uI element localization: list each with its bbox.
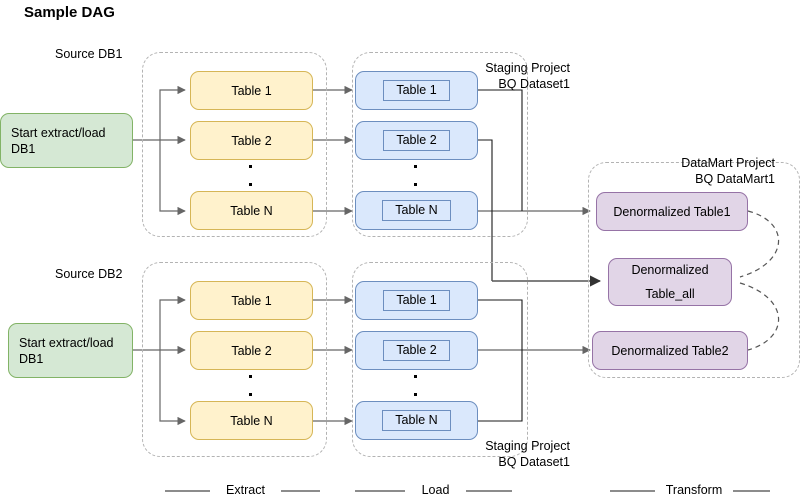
group-source-db1 <box>142 52 327 237</box>
page-title: Sample DAG <box>24 4 115 21</box>
group-datamart <box>588 162 800 378</box>
load-db2-table-n[interactable]: Table N <box>355 401 478 440</box>
staging-bottom-label: Staging Project BQ Dataset1 <box>485 439 570 469</box>
load-db2-ellipsis <box>413 375 418 396</box>
ellipsis-dot <box>249 375 252 378</box>
staging-top-label: Staging Project BQ Dataset1 <box>485 61 570 91</box>
phase-label-load: Load <box>405 483 466 497</box>
start-node-db2[interactable]: Start extract/load DB1 <box>8 323 133 378</box>
load-db1-table-n-label: Table N <box>382 200 451 221</box>
extract-db2-table-2[interactable]: Table 2 <box>190 331 313 370</box>
load-db2-table-2-label: Table 2 <box>383 340 450 361</box>
source-db2-label: Source DB2 <box>55 267 123 281</box>
phase-label-extract: Extract <box>210 483 281 497</box>
ellipsis-dot <box>249 183 252 186</box>
group-staging-top <box>352 52 528 237</box>
load-db2-table-1[interactable]: Table 1 <box>355 281 478 320</box>
extract-db1-table-2[interactable]: Table 2 <box>190 121 313 160</box>
group-source-db2 <box>142 262 327 457</box>
load-db2-table-2[interactable]: Table 2 <box>355 331 478 370</box>
load-db1-table-2[interactable]: Table 2 <box>355 121 478 160</box>
extract-db2-ellipsis <box>248 375 253 396</box>
load-db1-table-1-label: Table 1 <box>383 80 450 101</box>
extract-db1-ellipsis <box>248 165 253 186</box>
load-db2-table-n-label: Table N <box>382 410 451 431</box>
transform-denormalized-table1[interactable]: Denormalized Table1 <box>596 192 748 231</box>
ellipsis-dot <box>414 165 417 168</box>
table-all-line-2: Table_all <box>645 287 695 301</box>
group-staging-bottom <box>352 262 528 457</box>
source-db1-label: Source DB1 <box>55 47 123 61</box>
extract-db2-table-1[interactable]: Table 1 <box>190 281 313 320</box>
load-db1-table-2-label: Table 2 <box>383 130 450 151</box>
table-all-line-1: Denormalized <box>631 263 709 277</box>
load-db1-table-1[interactable]: Table 1 <box>355 71 478 110</box>
phase-label-transform: Transform <box>655 483 733 497</box>
extract-db1-table-n[interactable]: Table N <box>190 191 313 230</box>
load-db1-table-n[interactable]: Table N <box>355 191 478 230</box>
load-db2-table-1-label: Table 1 <box>383 290 450 311</box>
transform-denormalized-table2[interactable]: Denormalized Table2 <box>592 331 748 370</box>
start-node-db1[interactable]: Start extract/load DB1 <box>0 113 133 168</box>
datamart-label: DataMart Project BQ DataMart1 <box>681 156 775 186</box>
ellipsis-dot <box>249 393 252 396</box>
load-db1-ellipsis <box>413 165 418 186</box>
ellipsis-dot <box>249 165 252 168</box>
extract-db2-table-n[interactable]: Table N <box>190 401 313 440</box>
ellipsis-dot <box>414 393 417 396</box>
extract-db1-table-1[interactable]: Table 1 <box>190 71 313 110</box>
ellipsis-dot <box>414 183 417 186</box>
ellipsis-dot <box>414 375 417 378</box>
transform-denormalized-table-all[interactable]: Denormalized Table_all <box>608 258 732 306</box>
